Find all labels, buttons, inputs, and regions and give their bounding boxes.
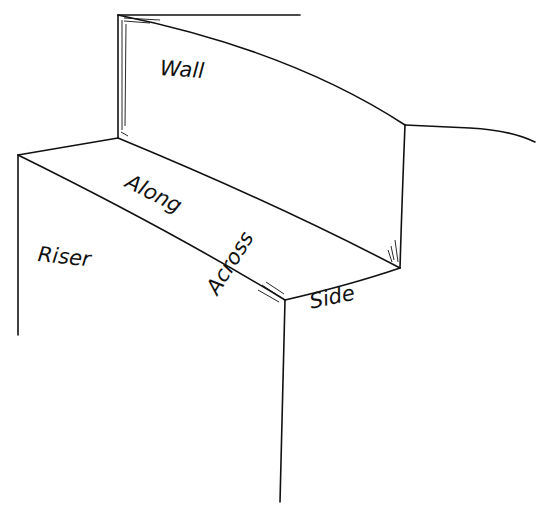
tread-back-edge bbox=[118, 138, 400, 268]
surface-label: Side bbox=[308, 283, 357, 313]
shading bbox=[121, 18, 398, 302]
surface-label: Wall bbox=[159, 58, 205, 82]
wall-right-edge bbox=[400, 125, 405, 268]
wall-top-edge bbox=[118, 14, 300, 16]
upper-floor-edge bbox=[405, 125, 535, 142]
tread-front-edge bbox=[18, 155, 285, 300]
wall-left-edge bbox=[117, 15, 119, 138]
tread-left-edge bbox=[18, 138, 118, 155]
surface-label: Riser bbox=[37, 244, 92, 270]
riser-right-edge bbox=[280, 300, 285, 502]
surface-label: Across bbox=[203, 228, 258, 298]
wall-top-curve bbox=[118, 15, 405, 125]
riser-left-edge bbox=[17, 155, 19, 335]
surface-label: Along bbox=[122, 171, 185, 217]
